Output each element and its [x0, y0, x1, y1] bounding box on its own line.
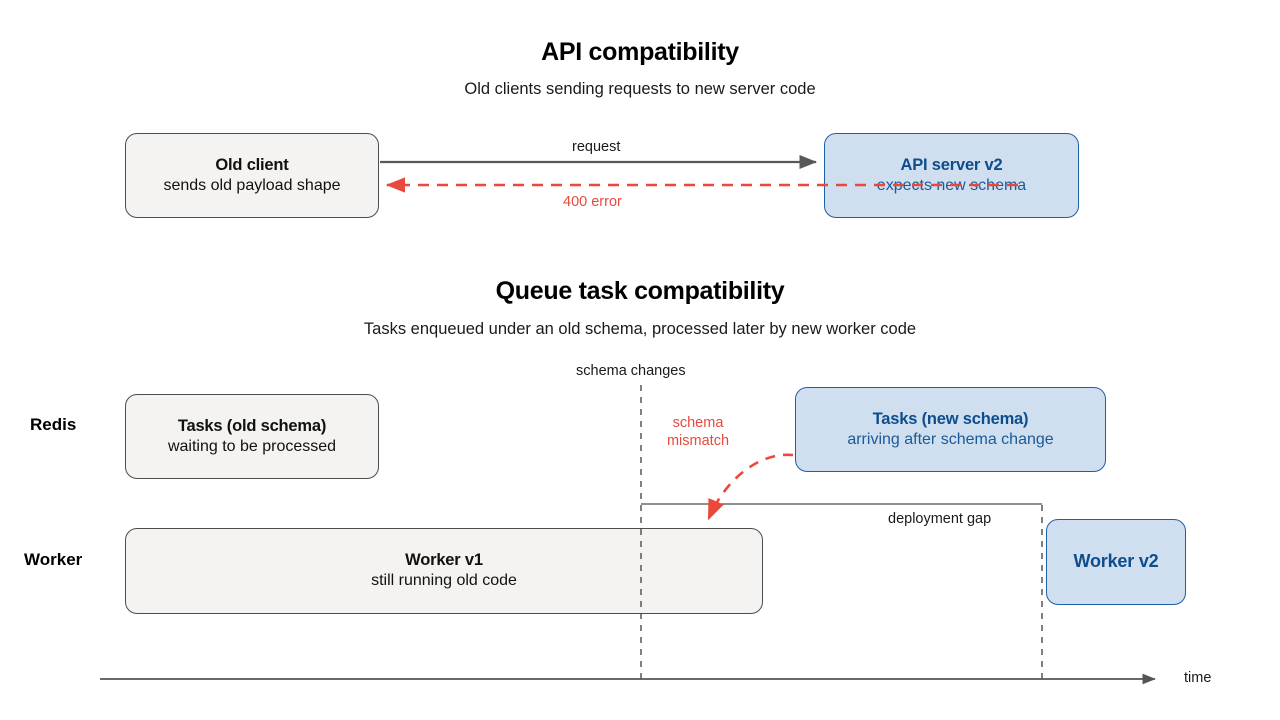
row-label-worker: Worker: [24, 550, 83, 569]
node-worker-v1[interactable]: Worker v1 still running old code: [125, 528, 763, 614]
node-tasks-old-schema-subtitle: waiting to be processed: [167, 437, 337, 455]
row-label-redis: Redis: [30, 415, 77, 434]
arrow-schema-mismatch: [707, 453, 794, 521]
node-api-server-v2[interactable]: API server v2 expects new schema: [824, 133, 1079, 218]
label-schema-mismatch-line2: mismatch: [666, 433, 730, 450]
node-old-client[interactable]: Old client sends old payload shape: [125, 133, 379, 218]
node-tasks-new-schema-subtitle: arriving after schema change: [847, 430, 1054, 448]
label-400-error: 400 error: [563, 194, 622, 210]
node-worker-v1-subtitle: still running old code: [371, 572, 517, 590]
label-deployment-gap: deployment gap: [888, 511, 992, 527]
node-tasks-old-schema-title: Tasks (old schema): [177, 416, 327, 435]
label-schema-mismatch-line1: schema: [672, 415, 724, 431]
node-tasks-old-schema[interactable]: Tasks (old schema) waiting to be process…: [125, 394, 379, 479]
section-subtitle-queue-task-compatibility: Tasks enqueued under an old schema, proc…: [363, 320, 917, 338]
node-worker-v2-title: Worker v2: [1073, 551, 1159, 572]
section-subtitle-api-compatibility: Old clients sending requests to new serv…: [464, 80, 816, 98]
node-worker-v2[interactable]: Worker v2: [1046, 519, 1186, 605]
node-tasks-new-schema[interactable]: Tasks (new schema) arriving after schema…: [795, 387, 1106, 472]
section-title-queue-task-compatibility: Queue task compatibility: [495, 277, 785, 305]
label-request: request: [572, 139, 621, 155]
node-api-server-v2-title: API server v2: [900, 155, 1003, 174]
node-tasks-new-schema-title: Tasks (new schema): [872, 409, 1029, 428]
node-worker-v1-title: Worker v1: [405, 551, 483, 570]
node-old-client-subtitle: sends old payload shape: [163, 176, 341, 194]
label-time-axis: time: [1184, 670, 1212, 686]
section-title-api-compatibility: API compatibility: [541, 38, 739, 66]
node-old-client-title: Old client: [215, 155, 289, 174]
label-schema-changes: schema changes: [576, 363, 686, 379]
